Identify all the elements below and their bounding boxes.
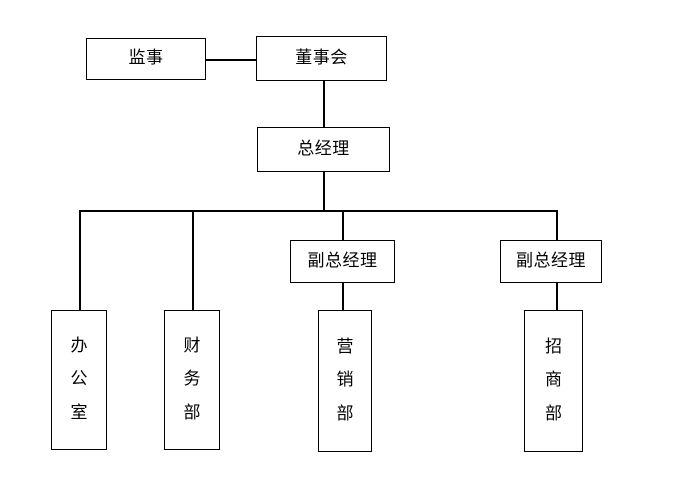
connector-deputy-gm-2-to-investment [556,283,558,310]
node-label-finance-dept: 财 务 部 [183,336,201,423]
node-label-general-manager: 总经理 [297,138,350,159]
node-board[interactable]: 董事会 [256,36,387,81]
node-deputy-gm-2[interactable]: 副总经理 [500,240,602,283]
connector-supervisor-to-board [206,59,257,61]
node-finance-dept[interactable]: 财 务 部 [164,310,220,450]
connector-bus-to-finance [192,210,194,310]
node-label-office: 办 公 室 [70,336,88,423]
connector-main-bus [79,210,557,212]
node-marketing-dept[interactable]: 营 销 部 [318,310,372,452]
connector-bus-to-deputy-gm-2 [556,210,558,240]
node-investment-dept[interactable]: 招 商 部 [524,310,583,452]
node-general-manager[interactable]: 总经理 [257,127,390,172]
connector-bus-to-office [79,210,81,310]
node-supervisor[interactable]: 监事 [86,38,206,80]
connector-deputy-gm-1-to-marketing [342,283,344,310]
node-deputy-gm-1[interactable]: 副总经理 [290,240,395,283]
node-label-deputy-gm-1: 副总经理 [307,250,378,271]
connector-gm-to-bus [323,172,325,210]
connector-bus-to-deputy-gm-1 [342,210,344,240]
node-label-investment-dept: 招 商 部 [545,337,562,424]
connector-board-to-gm [323,81,325,127]
node-label-supervisor: 监事 [128,48,164,69]
node-label-deputy-gm-2: 副总经理 [516,250,586,271]
node-label-marketing-dept: 营 销 部 [336,337,354,424]
node-label-board: 董事会 [295,47,348,68]
node-office[interactable]: 办 公 室 [51,310,107,450]
